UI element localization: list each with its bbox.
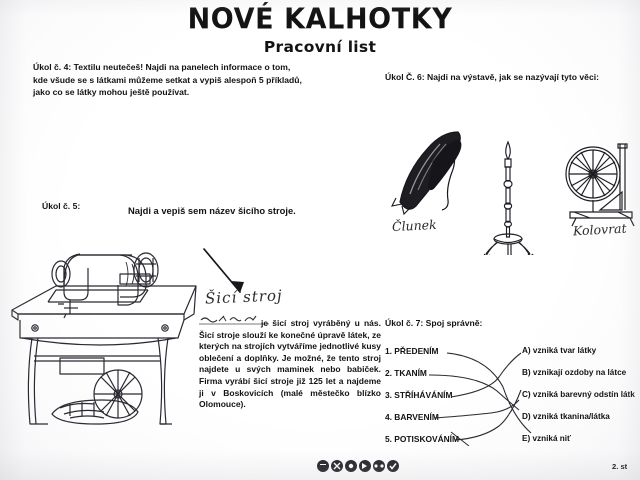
task-7-matching-exercise: 1. PŘEDENÍM 2. TKANÍM 3. STŘÍHÁVÁNÍM 4. … (385, 346, 640, 446)
paragraph-body: vyráběný u nás. Šicí stroje slouží ke ko… (199, 318, 381, 410)
handwritten-label-clunek: Člunek (391, 216, 438, 235)
shuttle-drawing (391, 131, 462, 216)
arrow-pointer-icon (203, 248, 244, 293)
task-4-line-2: kde všude se s látkami můžeme setkat a v… (33, 74, 302, 85)
task-7-heading: Úkol č. 7: Spoj správně: (385, 318, 483, 328)
task-7-left-item-4[interactable]: 4. BARVENÍM (385, 412, 439, 422)
task-4-block: Úkol č. 4: Textilu neutečeš! Najdi na pa… (33, 61, 353, 99)
task-5-instruction: Najdi a vepiš sem název šicího stroje. (128, 205, 296, 216)
footer-icon-strip (317, 460, 399, 472)
task-7-connection-lines (428, 352, 532, 446)
page-number: 2. st (612, 462, 628, 471)
task-5-paragraph: je šicí stroj vyráběný u nás. Šicí stroj… (199, 318, 381, 411)
handwritten-underline-squiggle (199, 315, 269, 325)
spinning-wheel-drawing (565, 143, 635, 227)
paragraph-first-line-rest: je šicí stroj (261, 318, 309, 328)
handwritten-label-kolovrat: Kolovrat (572, 220, 627, 239)
task-7-left-item-1[interactable]: 1. PŘEDENÍM (385, 346, 439, 356)
task-5-heading: Úkol č. 5: (42, 201, 81, 211)
sewing-machine-drawing (11, 252, 197, 425)
task-7-left-item-2[interactable]: 2. TKANÍM (385, 368, 427, 378)
task-7-right-item-c[interactable]: C) vzniká barevný odstín látk (522, 390, 635, 399)
task-6-heading: Úkol Č. 6: Najdi na výstavě, jak se nazý… (385, 72, 599, 82)
spindle-drawing (483, 140, 534, 255)
task-7-right-item-e[interactable]: E) vzniká niť (522, 434, 571, 443)
page-subtitle: Pracovní list (263, 38, 377, 56)
task-7-right-item-b[interactable]: B) vznikají ozdoby na látce (522, 368, 627, 377)
page-title: NOVÉ KALHOTKY (187, 3, 453, 36)
task-4-line-3: jako co se látky mohou ještě používat. (33, 87, 190, 98)
task-7-left-item-3[interactable]: 3. STŘÍHÁVÁNÍM (385, 390, 453, 400)
task-7-left-item-5[interactable]: 5. POTISKOVÁNÍM (385, 434, 459, 444)
task-4-line-1: Úkol č. 4: Textilu neutečeš! Najdi na pa… (33, 62, 291, 72)
task-7-right-item-a[interactable]: A) vzniká tvar látky (522, 346, 597, 355)
task-7-right-item-d[interactable]: D) vzniká tkanina/látka (522, 412, 610, 421)
